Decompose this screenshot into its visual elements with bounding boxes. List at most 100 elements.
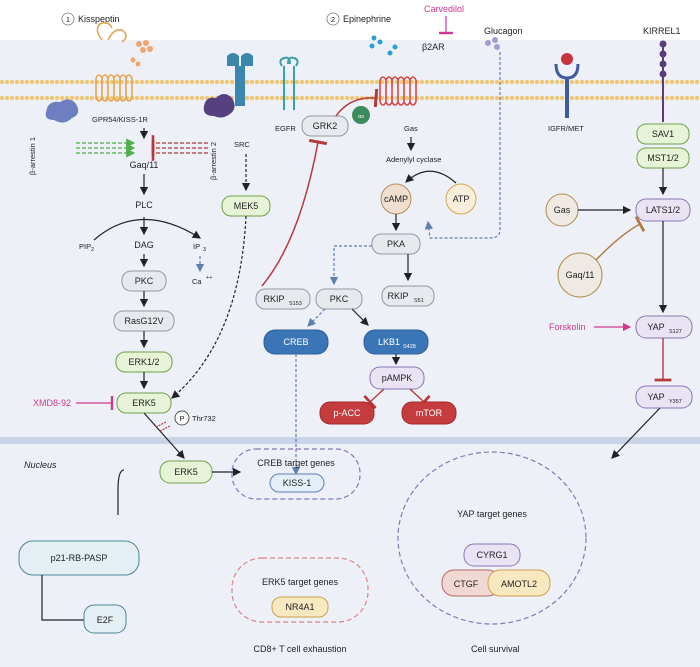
lipid-head [524,79,530,85]
lipid-head [429,79,435,85]
lipid-head [474,95,480,101]
lipid-head [404,95,410,101]
gaq-inhibit-lats [595,215,646,261]
section-1-number: 1 [66,15,70,24]
lipid-head [109,79,115,85]
lats12-node: LATS1/2 [635,198,691,222]
nucleus-separator [0,437,700,444]
lipid-head [89,95,95,101]
erk5-block-mark-1 [155,421,167,428]
lipid-head [274,79,280,85]
lipid-head [34,95,40,101]
creb-target-genes-label: CREB target genes [257,458,335,468]
gaq11-label: Gaq/11 [130,160,159,170]
lipid-head [654,79,660,85]
lipid-head [359,79,365,85]
lipid-head [324,79,330,85]
plc-label: PLC [135,200,153,210]
lipid-head [19,79,25,85]
b-arrestin-2-label: β-arrestin 2 [209,142,218,180]
lipid-head [504,79,510,85]
lipid-head [649,95,655,101]
lipid-head [459,79,465,85]
lipid-head [404,79,410,85]
creb-target-genes-box: CREB target genes [231,448,361,500]
lipid-head [589,79,595,85]
lipid-head [609,95,615,101]
lipid-head [149,95,155,101]
lipid-head [624,95,630,101]
lipid-head [484,79,490,85]
lipid-head [379,95,385,101]
lipid-head [209,79,215,85]
lipid-head [4,79,10,85]
lipid-head [449,95,455,101]
lipid-head [319,95,325,101]
lipid-head [159,79,165,85]
lipid-head [689,95,695,101]
lipid-head [244,79,250,85]
lipid-head [339,79,345,85]
lipid-head [309,95,315,101]
lipid-head [179,95,185,101]
lipid-head [599,79,605,85]
atp-node: ATP [445,183,477,215]
lipid-head [14,79,20,85]
b-arrestin-1-arrows [76,138,136,158]
svg-text:NR4A1: NR4A1 [285,602,314,612]
lipid-head [139,95,145,101]
lipid-head [39,79,45,85]
p-acc-node: p-ACC [319,401,375,425]
lipid-head [469,79,475,85]
gpr54-receptor [95,21,133,102]
lipid-head [479,79,485,85]
src-receptor [227,53,253,106]
lipid-head [409,95,415,101]
svg-text:RasG12V: RasG12V [124,316,163,326]
rkip-s153-node: RKIP S153 [255,288,311,310]
yap-target-genes-box: YAP target genes [397,451,587,625]
lipid-head [379,79,385,85]
yap-to-target-genes [611,407,661,459]
svg-text:ERK1/2: ERK1/2 [128,357,159,367]
section-kisspeptin-header: 1 Kisspeptin [61,12,120,26]
lipid-head [339,95,345,101]
lipid-head [334,95,340,101]
lipid-head [259,95,265,101]
lipid-head [39,95,45,101]
lipid-head [464,95,470,101]
rasg12v-node: RasG12V [113,310,175,332]
section-1-title: Kisspeptin [78,14,120,24]
lipid-head [674,79,680,85]
svg-text:Y357: Y357 [669,399,682,405]
cyrg1-node: CYRG1 [463,543,521,567]
lipid-head [269,95,275,101]
ip3-label: IP [193,242,200,251]
camp-node: cAMP [380,183,412,215]
lipid-head [494,95,500,101]
lipid-head [639,79,645,85]
lipid-head [49,79,55,85]
erk5-target-genes-label: ERK5 target genes [262,577,339,587]
lipid-head [284,95,290,101]
lipid-head [184,95,190,101]
gas-circle-node: Gas [545,193,579,227]
mtor-node: mTOR [401,401,457,425]
lipid-head [494,79,500,85]
erk5-node: ERK5 [116,392,172,414]
lipid-head [499,95,505,101]
lipid-head [509,79,515,85]
lipid-head [254,79,260,85]
lipid-head [364,79,370,85]
lipid-head [329,79,335,85]
svg-text:MEK5: MEK5 [234,201,259,211]
lipid-head [354,79,360,85]
lipid-head [539,95,545,101]
lipid-head [604,95,610,101]
lipid-head [134,79,140,85]
gas-label: Gas [404,124,418,133]
lipid-head [174,79,180,85]
lipid-head [579,95,585,101]
lipid-head [459,95,465,101]
